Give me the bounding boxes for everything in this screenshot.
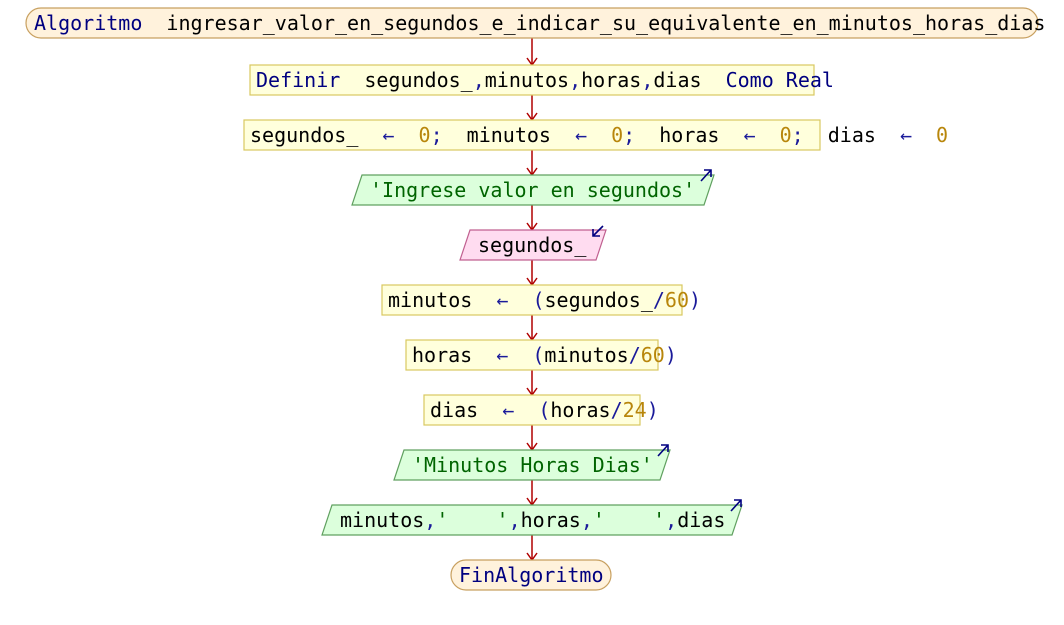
start-keyword: Algoritmo bbox=[34, 11, 142, 35]
assign-dias-node: dias ← (horas/24) bbox=[423, 394, 659, 426]
define-keyword: Definir bbox=[256, 68, 340, 92]
output-node-values: minutos,' ',horas,' ',dias bbox=[321, 499, 743, 536]
svg-text:dias ← (horas/24): dias ← (horas/24) bbox=[430, 398, 659, 422]
assign-horas-node: horas ← (minutos/60) bbox=[405, 339, 677, 371]
svg-text:FinAlgoritmo: FinAlgoritmo bbox=[459, 563, 604, 587]
start-node: Algoritmo ingresar_valor_en_segundos_e_i… bbox=[25, 7, 1045, 39]
algorithm-name: ingresar_valor_en_segundos_e_indicar_su_… bbox=[166, 11, 1045, 35]
output-node-prompt: 'Ingrese valor en segundos' bbox=[351, 169, 715, 206]
type-keyword: Como Real bbox=[726, 68, 834, 92]
input-node: segundos_ bbox=[459, 225, 607, 261]
svg-text:horas ← (minutos/6: horas ← (minutos/60) bbox=[412, 343, 677, 367]
output-arrow-icon bbox=[700, 169, 712, 182]
output-node-header: 'Minutos Horas Dias' bbox=[393, 444, 671, 481]
input-arrow-icon bbox=[592, 225, 604, 237]
svg-text:segundos_ ← 0;: segundos_ ← 0; minutos ← 0; horas ← 0; d… bbox=[250, 123, 948, 147]
svg-text:'Minutos Horas Dias': 'Minutos Horas Dias' bbox=[412, 453, 653, 477]
svg-text:Algoritmo ingresar_valor: Algoritmo ingresar_valor_en_segundos_e_i… bbox=[34, 11, 1045, 35]
svg-text:Definir segundos_,minuto: Definir segundos_,minutos,horas,dias Com… bbox=[256, 68, 834, 92]
output-arrow-icon bbox=[730, 499, 742, 512]
svg-text:segundos_: segundos_ bbox=[478, 233, 587, 257]
init-node: segundos_ ← 0; minutos ← 0; horas ← 0; d… bbox=[243, 119, 948, 151]
svg-text:minutos,' ',horas,' ',di: minutos,' ',horas,' ',dias bbox=[340, 508, 725, 532]
svg-text:'Ingrese valor en segundos': 'Ingrese valor en segundos' bbox=[370, 178, 695, 202]
assign-minutos-node: minutos ← (segundos_/60) bbox=[381, 284, 701, 316]
svg-text:minutos ← (segundo: minutos ← (segundos_/60) bbox=[388, 288, 701, 312]
output-arrow-icon bbox=[657, 444, 669, 457]
end-node: FinAlgoritmo bbox=[450, 559, 612, 591]
define-node: Definir segundos_,minutos,horas,dias Com… bbox=[249, 64, 834, 96]
